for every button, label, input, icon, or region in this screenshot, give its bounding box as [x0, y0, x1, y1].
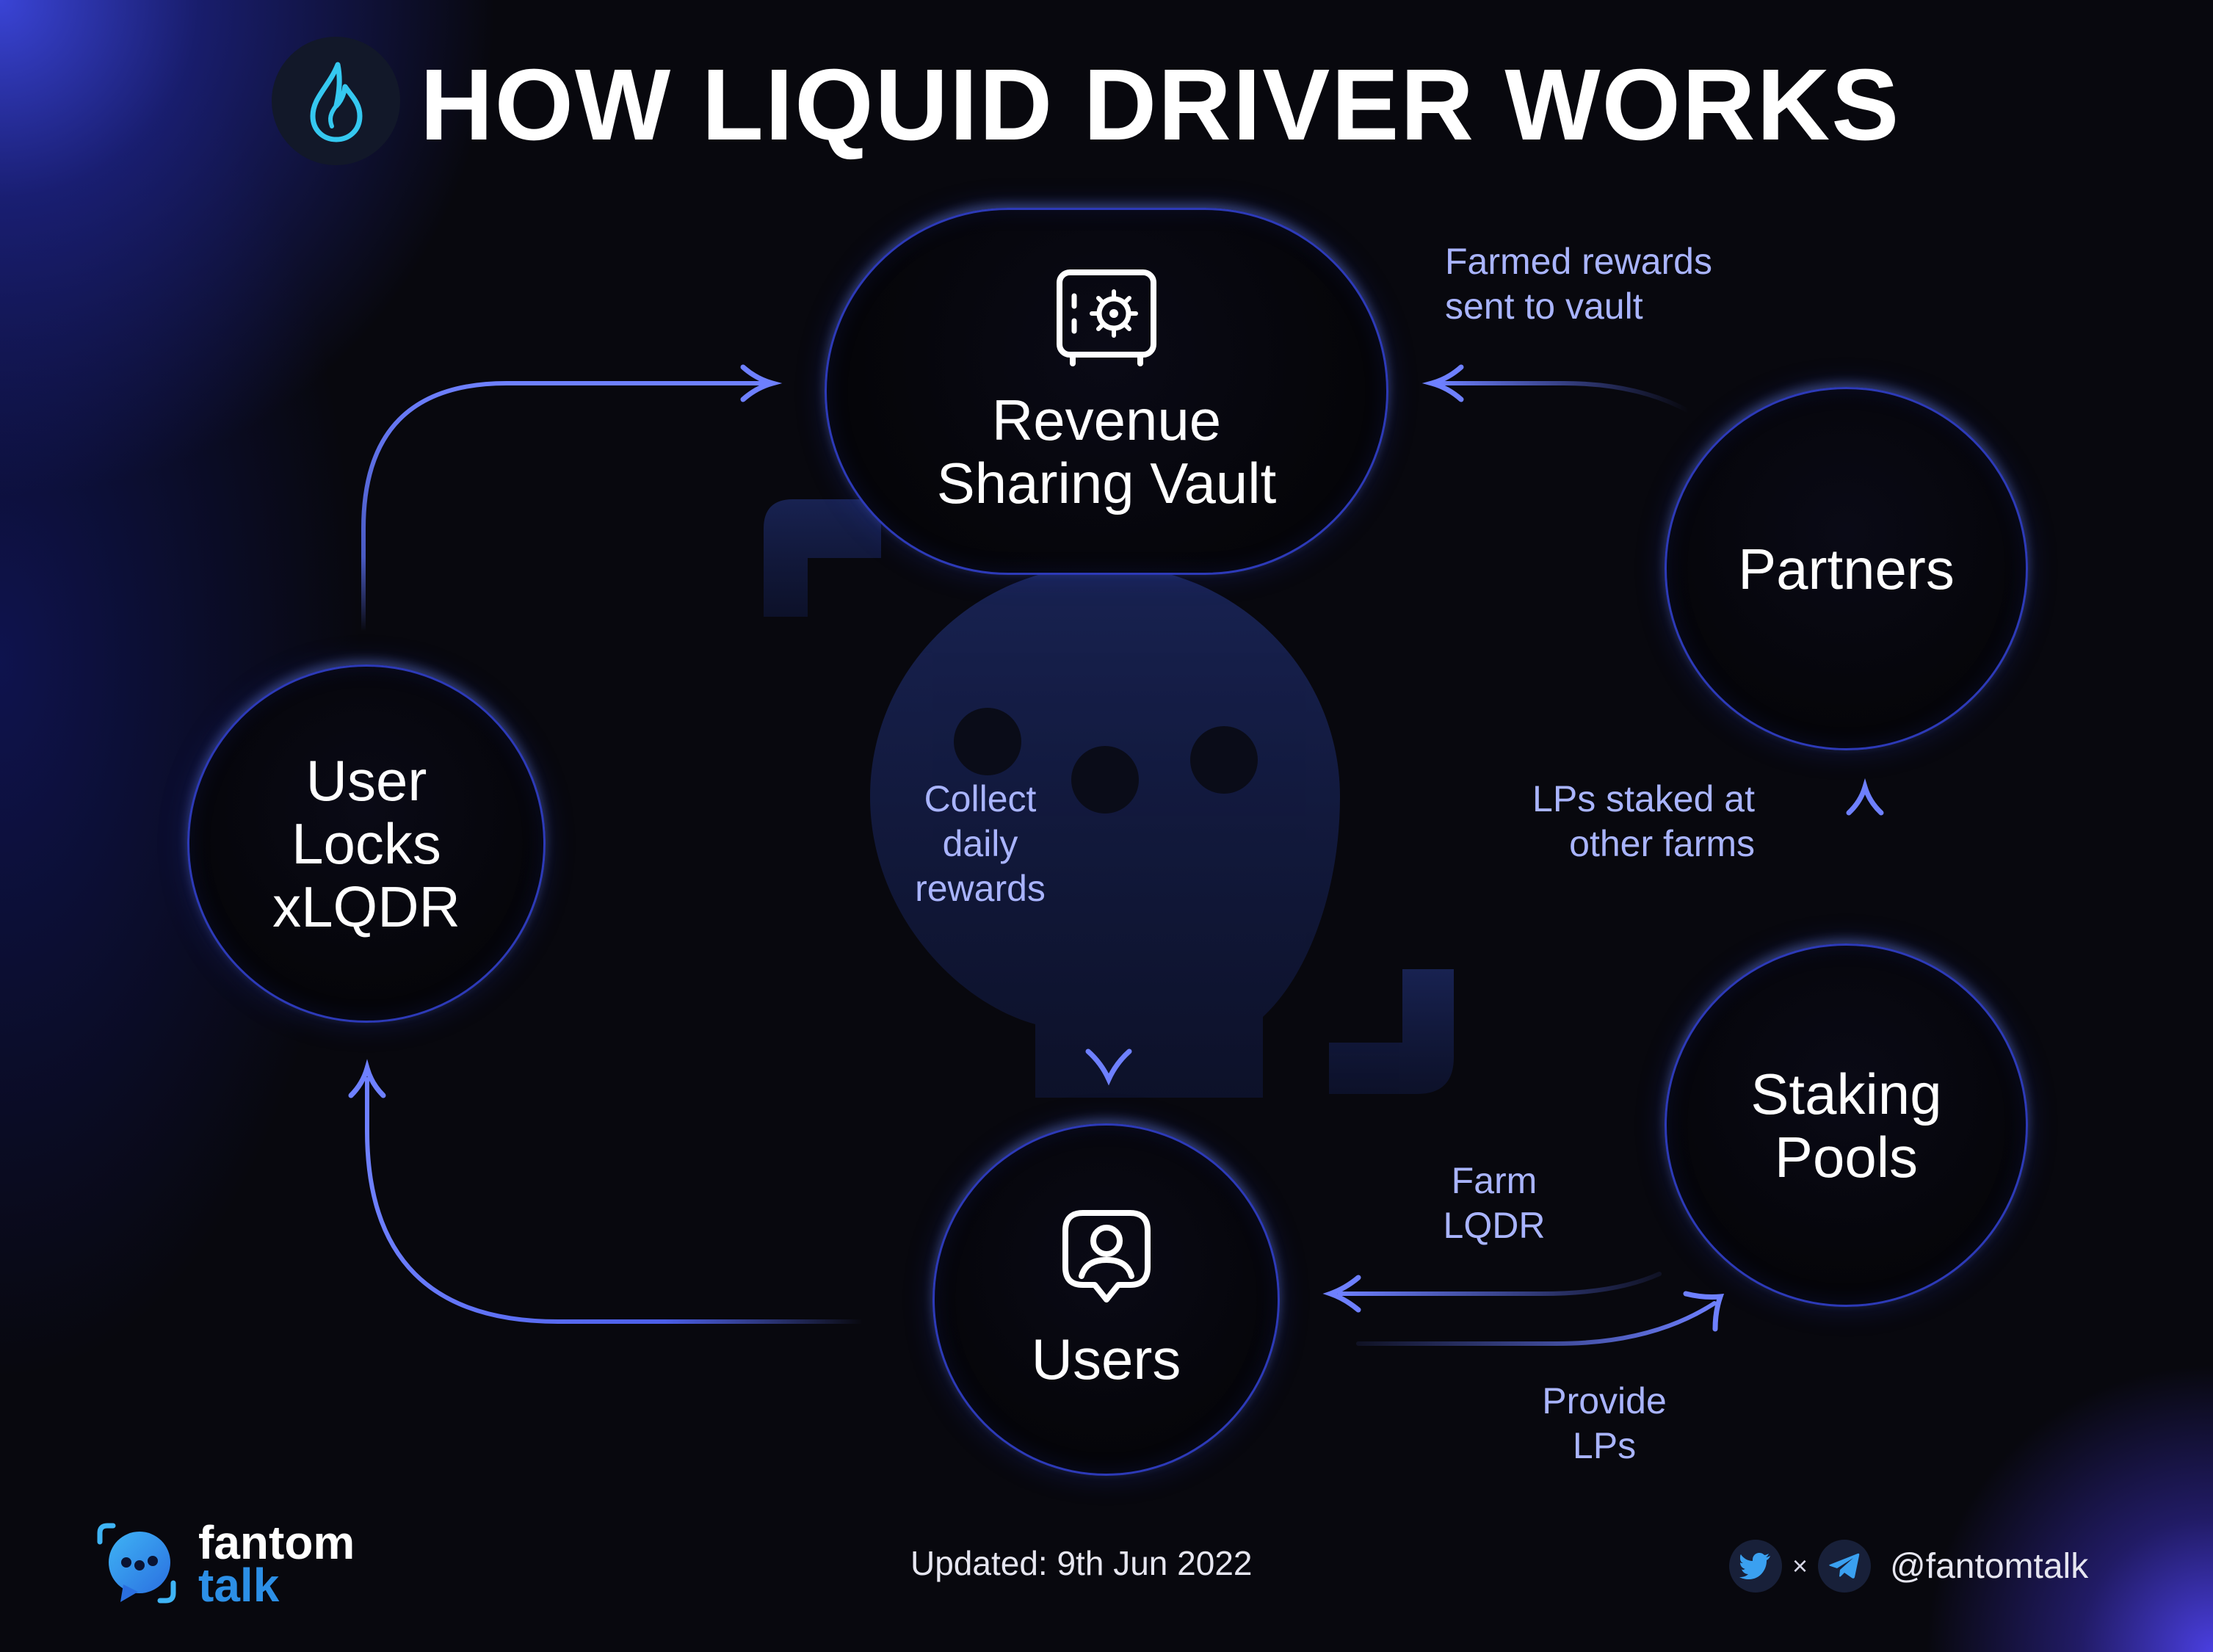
fantomtalk-brand: fantom talk	[94, 1516, 355, 1612]
node-user-locks: User Locks xLQDR	[187, 664, 546, 1023]
droplet-icon	[310, 62, 362, 142]
arrowhead-staking-left	[1683, 1291, 1725, 1332]
twitter-link[interactable]	[1729, 1540, 1782, 1593]
partners-label: Partners	[1738, 536, 1955, 601]
user-icon	[1062, 1210, 1151, 1303]
droplet-logo	[272, 37, 400, 165]
node-users: Users	[932, 1123, 1280, 1476]
arrowhead-users-right	[1322, 1275, 1361, 1313]
arrowhead-vault-right	[1421, 364, 1464, 402]
safe-icon	[1057, 269, 1156, 366]
arrowhead-users-top	[1085, 1048, 1132, 1086]
social-links: × @fantomtalk	[1729, 1540, 2088, 1593]
social-separator: ×	[1792, 1551, 1808, 1581]
label-lps-staked: LPs staked at other farms	[1532, 778, 1755, 864]
page-title: HOW LIQUID DRIVER WORKS	[420, 48, 1901, 162]
arrow-users-to-locks	[365, 1077, 865, 1324]
label-farm-lqdr: Farm LQDR	[1443, 1160, 1546, 1246]
vault-label: Revenue Sharing Vault	[936, 388, 1277, 515]
label-collect-rewards: Collect daily rewards	[915, 778, 1046, 909]
arrowhead-partners-bottom	[1846, 778, 1884, 816]
node-revenue-sharing-vault: Revenue Sharing Vault	[825, 208, 1388, 575]
twitter-icon	[1739, 1553, 1770, 1579]
telegram-link[interactable]	[1818, 1540, 1872, 1593]
users-label: Users	[1031, 1327, 1181, 1391]
watermark-chat-icon	[764, 499, 1454, 1098]
arrowhead-vault-left	[740, 364, 783, 402]
arrow-staking-to-users	[1338, 1272, 1662, 1296]
brand-word-talk: talk	[198, 1559, 280, 1612]
user-locks-label: User Locks xLQDR	[272, 748, 460, 939]
telegram-icon	[1829, 1553, 1860, 1579]
staking-pools-label: Staking Pools	[1750, 1061, 1942, 1189]
social-handle: @fantomtalk	[1890, 1546, 2089, 1586]
label-provide-lps: Provide LPs	[1542, 1380, 1667, 1466]
chat-bubble-icon	[97, 1523, 176, 1604]
brand-wordmark: fantom talk	[198, 1516, 355, 1612]
node-partners: Partners	[1665, 387, 2028, 750]
arrow-partners-to-vault	[1437, 381, 1691, 413]
updated-date: Updated: 9th Jun 2022	[910, 1544, 1253, 1582]
label-farmed-rewards: Farmed rewards sent to vault	[1445, 241, 1712, 327]
brand-word-fantom: fantom	[198, 1516, 355, 1569]
node-staking-pools: Staking Pools	[1665, 943, 2028, 1307]
arrow-users-to-staking	[1356, 1301, 1717, 1346]
arrowhead-locks-bottom	[348, 1059, 386, 1098]
arrow-locks-to-vault	[361, 381, 766, 634]
